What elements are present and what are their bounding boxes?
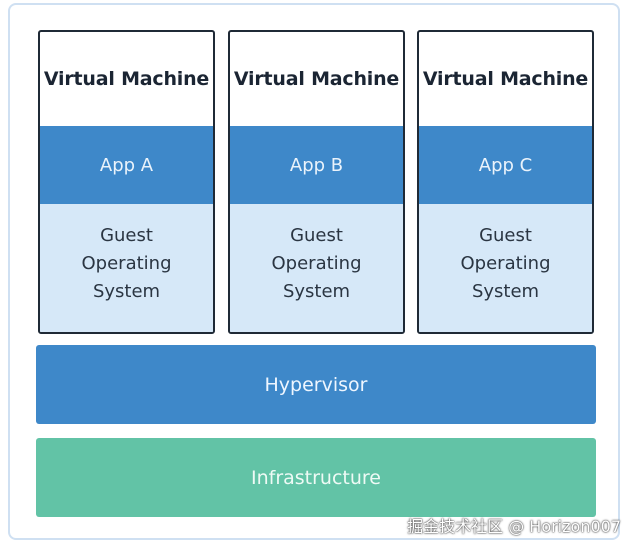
- virtual-machine-c: Virtual Machine App C Guest Operating Sy…: [417, 30, 594, 334]
- virtual-machine-b: Virtual Machine App B Guest Operating Sy…: [228, 30, 405, 334]
- infrastructure-layer: Infrastructure: [36, 438, 596, 517]
- virtual-machine-a: Virtual Machine App A Guest Operating Sy…: [38, 30, 215, 334]
- vm-title: Virtual Machine: [43, 68, 210, 90]
- vm-app-layer: App A: [40, 126, 213, 204]
- vm-title: Virtual Machine: [233, 68, 400, 90]
- watermark: 掘金技术社区 @ Horizon007: [407, 517, 621, 536]
- vm-guest-os-layer: Guest Operating System: [40, 204, 213, 332]
- vm-title: Virtual Machine: [422, 68, 589, 90]
- vm-guest-os-layer: Guest Operating System: [419, 204, 592, 332]
- vm-app-layer: App C: [419, 126, 592, 204]
- vm-guest-os-layer: Guest Operating System: [230, 204, 403, 332]
- hypervisor-layer: Hypervisor: [36, 345, 596, 424]
- vm-app-layer: App B: [230, 126, 403, 204]
